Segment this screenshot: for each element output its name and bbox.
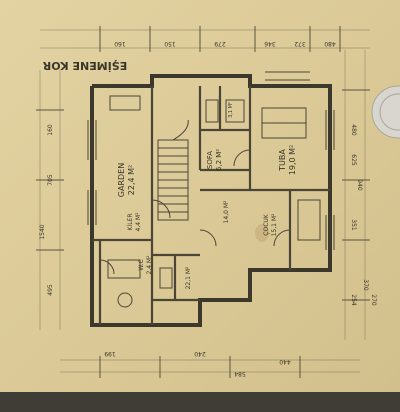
dim-right-4: 351 — [350, 219, 357, 231]
dim-bottom-1: 440 — [279, 358, 291, 365]
room-cocuk-name: ÇOCUK — [263, 213, 270, 235]
dim-top-6: 480 — [324, 40, 336, 47]
furniture — [107, 95, 321, 308]
room-garden-name: GARDEN — [117, 163, 126, 197]
dimension-ticks — [36, 26, 370, 378]
room-mutfak-area: 14,0 M² — [223, 200, 230, 223]
room-sofa-area: 6,2 M² — [215, 149, 223, 171]
windows — [87, 71, 335, 250]
desk-surface — [0, 392, 400, 412]
room-tuba-name: TUBA — [278, 149, 287, 172]
dim-top-1: 160 — [114, 40, 126, 47]
room-hall-area: 22,1 M² — [185, 266, 192, 289]
room-tuba-area: 19,0 M² — [288, 145, 297, 175]
dim-top-2: 150 — [164, 40, 176, 47]
room-sofa-name: SOFA — [206, 151, 214, 169]
room-wc-area: 2,4 M² — [146, 255, 153, 275]
dim-right-1: 940 — [356, 179, 363, 191]
dim-top-3: 279 — [214, 40, 226, 47]
dim-right-7: 270 — [370, 294, 377, 306]
outer-walls — [90, 74, 332, 327]
dim-right-5: 254 — [350, 294, 357, 306]
dim-left-4: 160 — [47, 124, 54, 136]
room-banyo-area: 3,1 M² — [228, 102, 234, 118]
room-kiler-name: KİLER — [127, 213, 134, 230]
room-wc-name: W.C — [138, 259, 145, 270]
dim-left-3: 495 — [47, 284, 54, 296]
dim-top-4: 346 — [264, 40, 276, 47]
room-garden-area: 22,4 M² — [127, 165, 136, 195]
room-cocuk-area: 15,1 M² — [271, 213, 278, 236]
staircase — [157, 119, 189, 221]
door-swings — [99, 149, 291, 275]
dim-bottom-3: 240 — [194, 350, 206, 357]
stamp-seal-inner — [379, 93, 400, 131]
interior-walls — [92, 86, 330, 325]
dim-right-3: 625 — [350, 154, 357, 166]
construction-lines — [39, 29, 370, 373]
sheet-title: EŞİMENE KOR — [42, 59, 127, 73]
dim-left-2: 1540 — [39, 224, 46, 239]
dim-bottom-4: 584 — [234, 370, 246, 377]
dim-right-6: 370 — [362, 279, 369, 291]
dim-right-2: 480 — [350, 124, 357, 136]
dim-top-5: 372 — [294, 40, 306, 47]
paper-stain — [255, 224, 269, 242]
dim-left-1: 705 — [47, 174, 54, 186]
dim-bottom-2: 199 — [104, 350, 116, 357]
room-kiler-area: 4,4 M² — [135, 212, 142, 232]
